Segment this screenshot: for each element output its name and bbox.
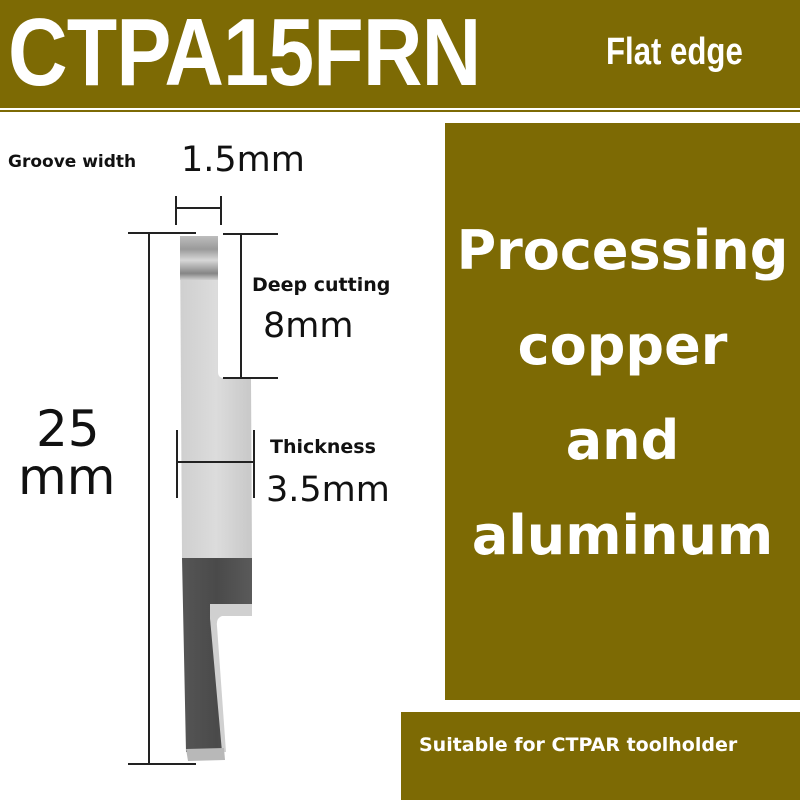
deep-cutting-value: 8mm	[263, 306, 354, 346]
groove-width-label: Groove width	[8, 152, 137, 172]
length-value: 25	[36, 400, 100, 458]
deep-cutting-label: Deep cutting	[252, 274, 391, 296]
groove-width-value: 1.5mm	[181, 140, 305, 180]
thickness-value: 3.5mm	[266, 470, 390, 510]
product-title: CTPA15FRN	[8, 0, 481, 106]
feature-line: Processing	[456, 219, 789, 282]
header-banner: CTPA15FRN Flat edge	[0, 0, 800, 108]
length-unit: mm	[18, 448, 116, 506]
compatibility-banner: Suitable for CTPAR toolholder	[401, 712, 800, 800]
feature-line: and	[565, 409, 680, 472]
feature-text: Processing copper and aluminum	[445, 203, 800, 583]
edge-type-label: Flat edge	[606, 31, 743, 73]
grooving-insert-icon	[128, 196, 278, 765]
feature-panel: Processing copper and aluminum	[445, 123, 800, 700]
feature-line: copper	[517, 314, 728, 377]
compatibility-text: Suitable for CTPAR toolholder	[419, 734, 738, 756]
header-divider	[0, 110, 800, 112]
thickness-label: Thickness	[270, 436, 376, 458]
feature-line: aluminum	[471, 504, 774, 567]
